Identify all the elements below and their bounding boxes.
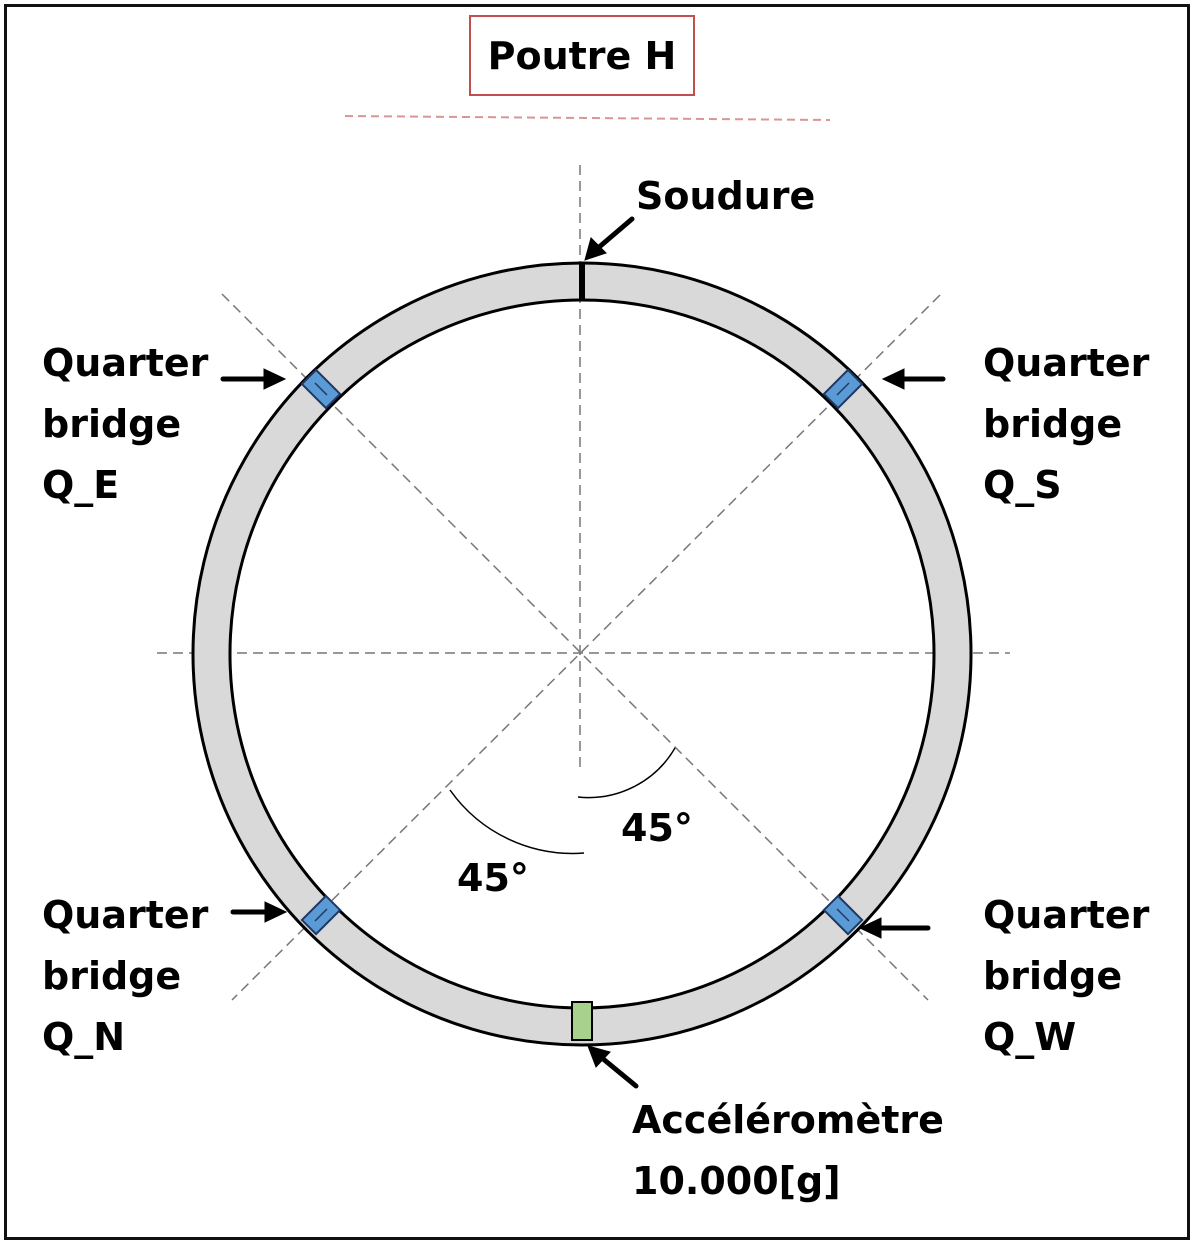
title-underline <box>344 115 831 121</box>
angle-arc-right <box>577 747 676 799</box>
title-box: Poutre H <box>469 15 695 96</box>
arrow-q-w-head <box>858 917 882 939</box>
gauge-q-n-label-line3: Q_N <box>42 1015 125 1059</box>
gauge-q-w-label-line3: Q_W <box>983 1015 1076 1059</box>
diagonal-axis-1 <box>221 293 929 1001</box>
arrow-accelerometer-head <box>587 1045 611 1068</box>
accelerometer-label-line2: 10.000[g] <box>632 1159 841 1203</box>
pointer-arrows <box>220 216 946 1089</box>
arrow-q-e-head <box>263 368 287 390</box>
arrow-q-s-head <box>881 368 905 390</box>
arrow-q-n-head <box>264 901 288 923</box>
gauge-q-w-label-line2: bridge <box>983 954 1122 998</box>
gauge-q-n-label-line1: Quarter <box>42 893 209 937</box>
weld-label: Soudure <box>636 174 815 218</box>
arrow-weld <box>595 216 635 251</box>
gauge-q-s-label-line2: bridge <box>983 402 1122 446</box>
gauge-q-e-label-line3: Q_E <box>42 463 119 507</box>
angle-arc-left <box>449 789 585 855</box>
gauge-q-w-label-line1: Quarter <box>983 893 1150 937</box>
arrow-weld-head <box>584 237 607 261</box>
gauge-q-s-label-line1: Quarter <box>983 341 1150 385</box>
accelerometer-label-line1: Accéléromètre <box>632 1098 944 1142</box>
accelerometer-block <box>571 1001 593 1041</box>
gauge-q-e-label-line1: Quarter <box>42 341 209 385</box>
diagram-frame <box>4 4 1190 1240</box>
gauge-q-s-label-line3: Q_S <box>983 463 1062 507</box>
arrow-accelerometer <box>599 1055 639 1089</box>
gauge-q-n-label-line2: bridge <box>42 954 181 998</box>
page-title: Poutre H <box>487 33 677 78</box>
angle-right-label: 45° <box>621 806 693 850</box>
diagonal-axis-2 <box>231 294 941 1001</box>
angle-left-label: 45° <box>457 856 529 900</box>
gauge-q-e-label-line2: bridge <box>42 402 181 446</box>
